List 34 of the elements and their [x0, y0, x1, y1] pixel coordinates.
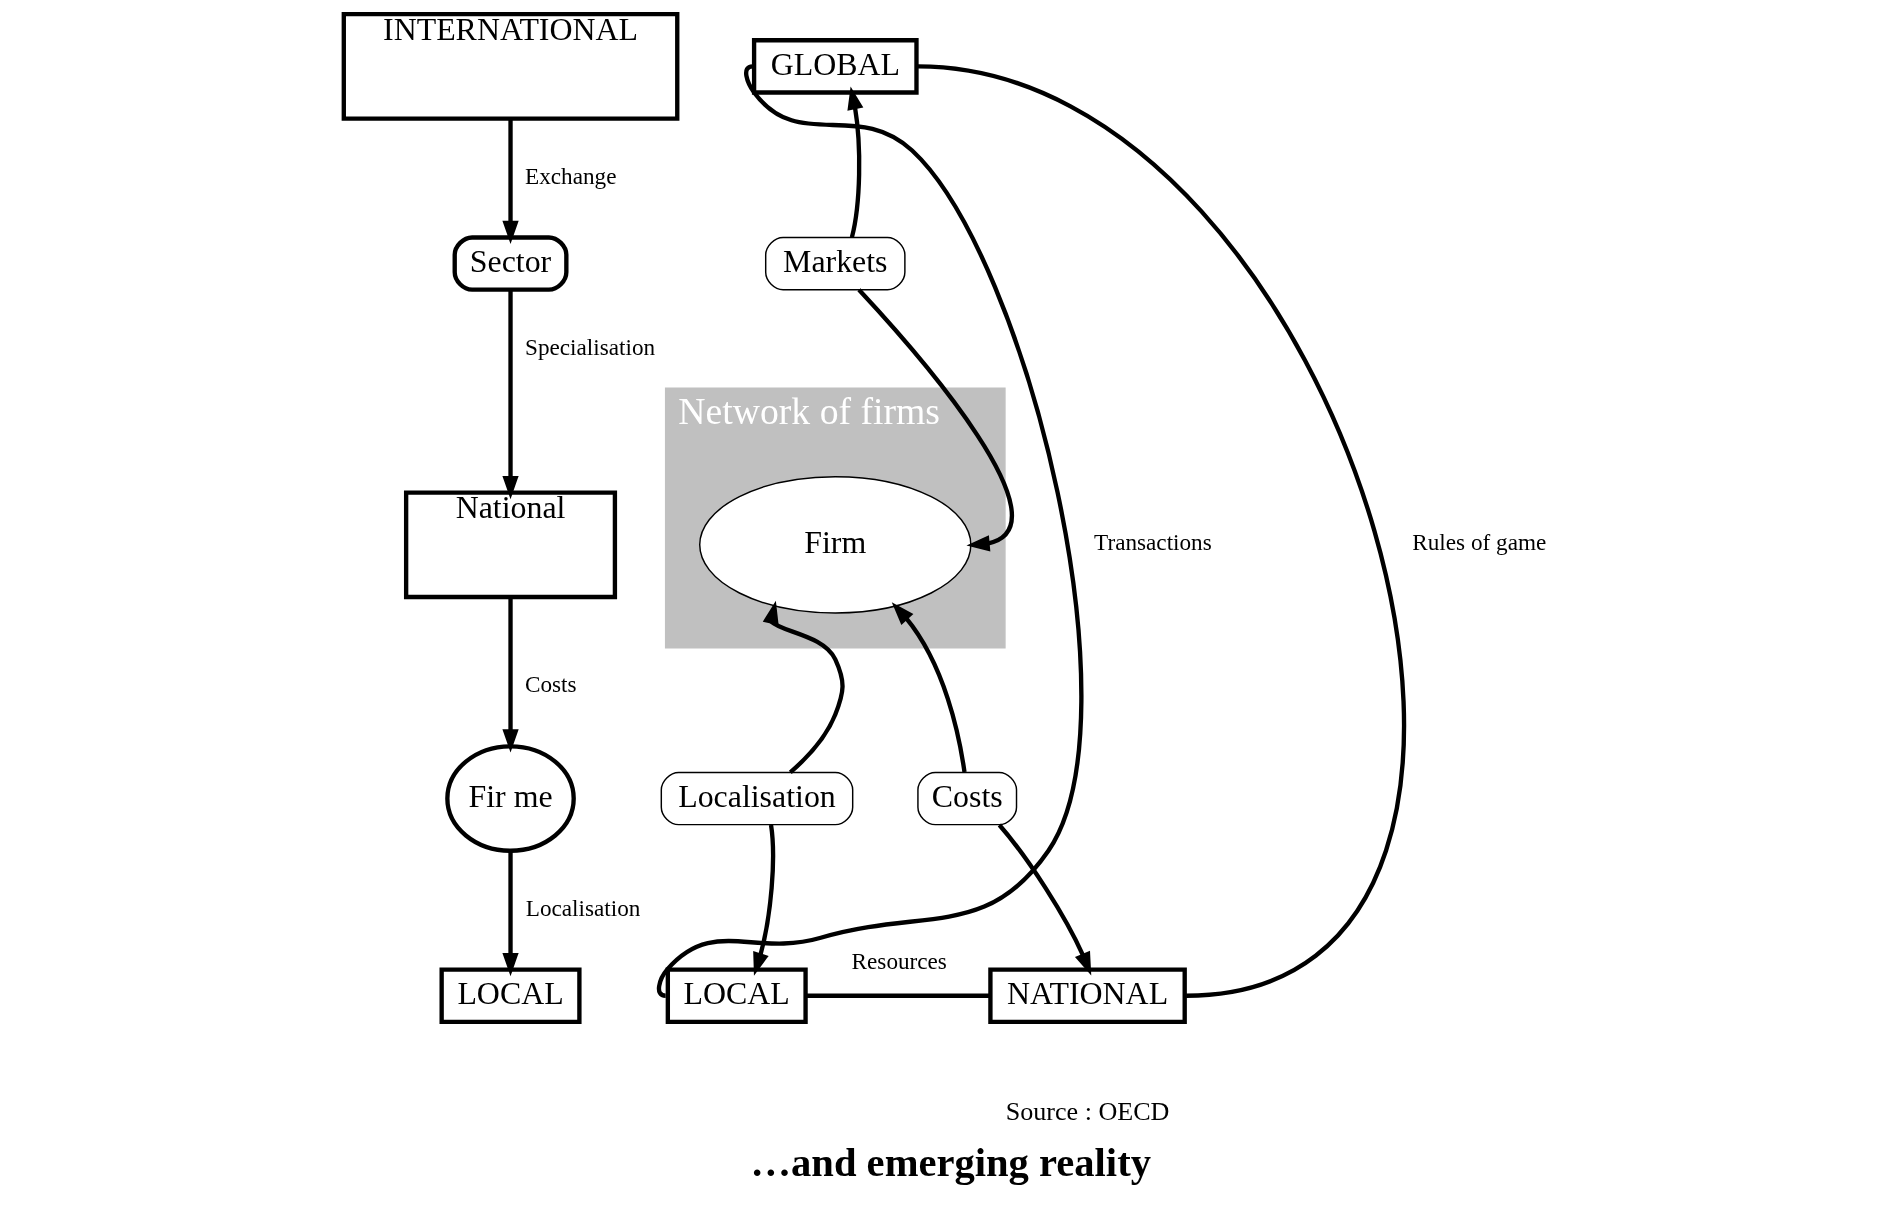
arrow — [762, 600, 845, 774]
edge-label: Transactions — [1093, 529, 1212, 556]
connector — [656, 65, 1083, 997]
edge-label: Resources — [851, 948, 947, 975]
connector — [917, 64, 1405, 998]
arrow — [856, 288, 1013, 552]
node-box: LOCAL — [665, 967, 808, 1024]
arrow — [846, 86, 863, 238]
arrow — [997, 823, 1091, 976]
node-box: LOCAL — [439, 967, 582, 1024]
node-box: GLOBAL — [751, 38, 919, 95]
arrow — [501, 851, 519, 977]
arrow — [501, 289, 519, 500]
node-ellipse: Fir me — [444, 744, 576, 853]
node-box: Markets — [764, 236, 906, 291]
arrow — [891, 602, 967, 773]
edge-label: Exchange — [524, 162, 616, 189]
edge-label: Costs — [524, 671, 577, 698]
node-box: INTERNATIONAL — [341, 12, 679, 121]
node-box: Sector — [452, 235, 569, 292]
node-box: Localisation — [660, 771, 853, 826]
arrow — [501, 597, 519, 753]
node-box: National — [403, 490, 617, 600]
edge-label: Localisation — [525, 894, 640, 921]
arrow — [501, 118, 519, 244]
node-box: Costs — [916, 771, 1017, 826]
arrow — [752, 824, 775, 976]
caption: …and emerging reality — [749, 1140, 1151, 1186]
edge-label: Specialisation — [524, 333, 655, 360]
connector — [805, 993, 990, 998]
node-ellipse: Firm — [698, 475, 972, 614]
label: Source : OECD — [1005, 1096, 1169, 1126]
node-box: NATIONAL — [987, 967, 1187, 1024]
edge-label: Rules of game — [1411, 529, 1546, 556]
